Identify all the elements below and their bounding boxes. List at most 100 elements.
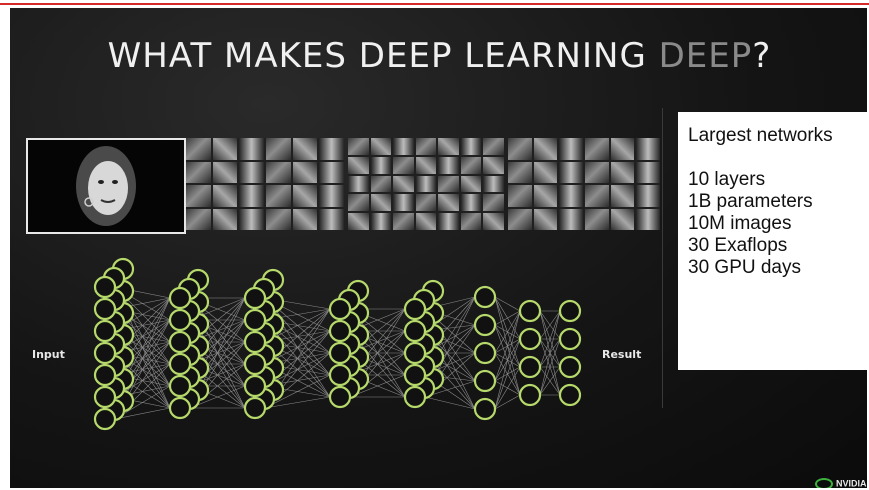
feature-thumbnail xyxy=(508,161,532,183)
feature-thumbnail xyxy=(559,138,583,160)
feature-thumbnail xyxy=(348,175,369,193)
network-node xyxy=(518,383,542,407)
connection-edge xyxy=(539,310,561,340)
input-label: Input xyxy=(32,348,65,361)
network-node xyxy=(328,341,352,365)
feature-thumbnail xyxy=(438,213,459,230)
feature-thumbnail xyxy=(559,185,583,207)
network-node xyxy=(558,327,582,351)
connection-edge xyxy=(494,310,521,326)
feature-thumbnail xyxy=(460,213,482,230)
network-node xyxy=(243,286,267,310)
feature-thumbnail xyxy=(415,194,437,212)
feature-thumbnail xyxy=(239,208,264,230)
connection-edge xyxy=(539,310,561,396)
feature-thumbnail xyxy=(370,138,392,155)
title-question-mark: ? xyxy=(752,36,772,76)
feature-thumbnail xyxy=(533,185,558,207)
info-heading: Largest networks xyxy=(688,125,833,146)
feature-thumbnail xyxy=(415,175,437,193)
feature-thumbnail xyxy=(610,161,635,183)
info-item-parameters: 1B parameters xyxy=(688,191,813,212)
feature-thumbnail xyxy=(559,208,583,230)
neural-network-diagram xyxy=(93,257,582,431)
feature-thumbnail xyxy=(348,194,369,212)
feature-thumbnail xyxy=(292,208,318,230)
network-node xyxy=(93,297,117,321)
edge-features-grid xyxy=(186,138,344,230)
info-item-layers: 10 layers xyxy=(688,169,766,190)
network-node xyxy=(93,363,117,387)
nvidia-logo: NVIDIA xyxy=(815,478,867,488)
connection-edge xyxy=(494,310,521,354)
feature-thumbnail xyxy=(559,161,583,183)
network-node xyxy=(93,385,117,409)
feature-thumbnail xyxy=(636,161,660,183)
feature-thumbnail xyxy=(483,175,504,193)
feature-thumbnail xyxy=(636,185,660,207)
feature-thumbnail xyxy=(186,161,211,183)
network-node xyxy=(473,313,497,337)
feature-thumbnail xyxy=(265,138,291,160)
network-node xyxy=(168,374,192,398)
network-node xyxy=(168,330,192,354)
network-node xyxy=(168,352,192,376)
feature-thumbnail xyxy=(186,138,211,160)
network-node xyxy=(403,297,427,321)
info-box: Largest networks 10 layers 1B parameters… xyxy=(678,112,869,370)
feature-thumbnail xyxy=(393,156,414,174)
connection-edge xyxy=(494,338,521,410)
connection-edge xyxy=(539,338,561,396)
feature-thumbnail xyxy=(438,194,459,212)
feature-thumbnail xyxy=(265,161,291,183)
nvidia-wordmark: NVIDIA xyxy=(836,478,867,488)
network-node xyxy=(93,407,117,431)
network-node xyxy=(243,352,267,376)
feature-thumbnail xyxy=(483,138,504,155)
feature-thumbnail xyxy=(348,138,369,155)
feature-thumbnail xyxy=(415,213,437,230)
feature-thumbnail xyxy=(533,208,558,230)
feature-thumbnail xyxy=(265,208,291,230)
feature-thumbnail xyxy=(393,194,414,212)
network-node xyxy=(518,299,542,323)
feature-thumbnail xyxy=(292,138,318,160)
info-item-gpu-days: 30 GPU days xyxy=(688,257,801,278)
feature-thumbnail xyxy=(348,156,369,174)
network-node xyxy=(243,396,267,420)
network-node xyxy=(168,396,192,420)
connection-edge xyxy=(264,396,331,409)
network-node xyxy=(403,341,427,365)
feature-thumbnail xyxy=(393,138,414,155)
network-node xyxy=(243,374,267,398)
network-node xyxy=(403,385,427,409)
feature-thumbnail xyxy=(370,213,392,230)
feature-thumbnail xyxy=(508,208,532,230)
feature-thumbnail xyxy=(348,213,369,230)
network-node xyxy=(93,275,117,299)
feature-thumbnail xyxy=(584,161,609,183)
network-node xyxy=(518,327,542,351)
connection-edge xyxy=(539,366,561,396)
feature-thumbnail xyxy=(212,161,238,183)
feature-thumbnail xyxy=(584,185,609,207)
feature-thumbnail xyxy=(610,185,635,207)
network-node xyxy=(328,297,352,321)
connection-edge xyxy=(494,394,521,410)
network-node xyxy=(558,299,582,323)
title-main: WHAT MAKES DEEP LEARNING xyxy=(107,36,647,76)
network-node xyxy=(243,330,267,354)
network-node xyxy=(558,355,582,379)
feature-thumbnail xyxy=(483,156,504,174)
part-features-grid xyxy=(348,138,504,230)
network-node xyxy=(473,369,497,393)
network-node xyxy=(518,355,542,379)
network-node xyxy=(473,285,497,309)
connection-edge xyxy=(539,310,561,368)
feature-thumbnail xyxy=(393,175,414,193)
network-node xyxy=(93,319,117,343)
feature-thumbnail xyxy=(460,175,482,193)
network-node xyxy=(473,397,497,421)
top-rule xyxy=(0,3,869,5)
feature-thumbnail xyxy=(415,138,437,155)
